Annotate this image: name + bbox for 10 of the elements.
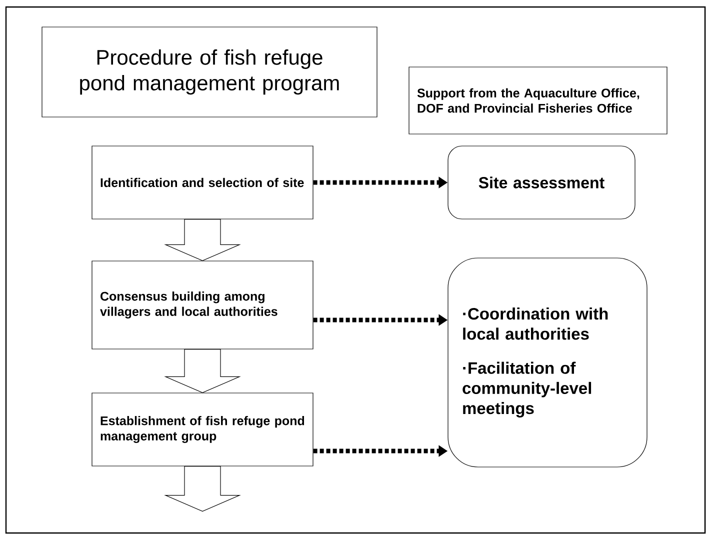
process-box: Identification and selection of site	[92, 146, 314, 220]
process-box: Establishment of fish refuge pond management group	[92, 392, 314, 466]
title-box: Procedure of fish refuge pond management program	[42, 26, 378, 118]
support-activity-box: Site assessment	[448, 146, 636, 220]
block-arrow	[164, 349, 241, 394]
process-box: Consensus building among villagers and local authorities	[92, 260, 314, 350]
block-arrow	[164, 219, 241, 262]
support-activity-box: ·Coordination with local authorities ·Facilitation of community-level meetings	[448, 258, 648, 468]
block-arrow	[164, 466, 241, 512]
support-box: Support from the Aquaculture Office, DOF and Provincial Fisheries Office	[408, 66, 668, 134]
